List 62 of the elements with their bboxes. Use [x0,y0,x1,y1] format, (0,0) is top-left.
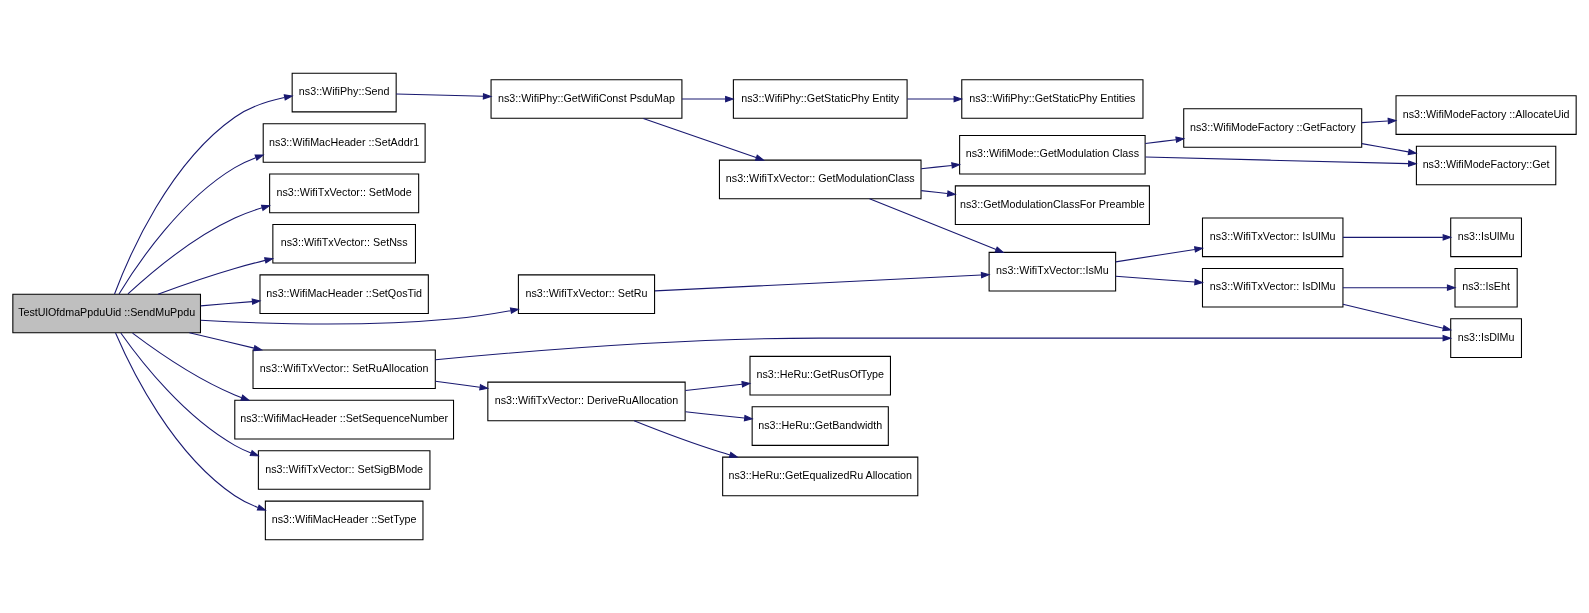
arrow [435,334,1453,361]
node-box: ns3::WifiTxVector:: GetModulationClass [718,159,922,200]
arrow [1342,233,1453,241]
node-box: ns3::WifiTxVector:: SetSigBMode [257,450,431,490]
node-box: ns3::WifiModeFactory ::AllocateUid [1395,95,1577,135]
node-box: ns3::WifiTxVector:: SetMode [269,173,420,214]
arrow [132,332,251,401]
node-box: ns3::HeRu::GetBandwidth [751,406,889,446]
arrow [1361,117,1398,125]
arrow [200,298,262,307]
arrow [434,380,490,391]
node-box: ns3::WifiMacHeader ::SetQosTid [259,274,429,314]
node-box: ns3::HeRu::GetEqualizedRu Allocation [722,456,919,497]
arrow [157,257,275,295]
arrow [684,411,754,422]
arrow [114,94,294,295]
node-box: ns3::IsEht [1454,267,1518,308]
node-box: ns3::WifiTxVector:: IsDlMu [1201,267,1344,308]
node-box: ns3::WifiPhy::Send [291,72,397,113]
node-box: ns3::WifiTxVector:: SetRu [517,274,656,314]
node-box: ns3::HeRu::GetRusOfType [749,355,891,396]
arrow [120,332,260,457]
node-box: ns3::WifiTxVector:: IsUlMu [1201,217,1344,258]
arrow [920,190,957,197]
node-box: ns3::WifiTxVector::IsMu [988,251,1117,292]
arrow [188,332,264,352]
node-box: ns3::WifiModeFactory::Get [1415,145,1557,186]
arrow [1144,156,1418,167]
node-box: ns3::WifiTxVector:: SetRuAllocation [252,349,436,390]
arrow [118,154,265,295]
arrow [1115,275,1205,286]
arrow [642,117,765,161]
node-box: ns3::IsUlMu [1450,217,1522,258]
arrow [684,380,752,392]
node-box: ns3::WifiTxVector:: DeriveRuAllocation [487,381,686,422]
arrow [654,271,991,292]
arrow [115,332,267,511]
arrow [127,204,271,295]
arrow [1144,136,1186,145]
arrow [633,420,739,459]
node-box: ns3::GetModulationClassFor Preamble [954,185,1150,225]
node-box: ns3::WifiPhy::GetStaticPhy Entities [961,79,1144,119]
arrow [200,307,520,325]
node-box: ns3::WifiMacHeader ::SetSequenceNumber [234,399,455,440]
arrow [1361,143,1418,156]
node-box: ns3::WifiMacHeader ::SetAddr1 [262,123,426,163]
arrow [681,95,735,103]
arrow [1342,284,1457,292]
node-box: TestUlOfdmaPpduUid ::SendMuPpdu [12,293,201,334]
node-box: ns3::WifiModeFactory ::GetFactory [1183,108,1363,148]
node-box: ns3::WifiPhy::GetWifiConst PsduMap [490,79,683,119]
node-box: ns3::IsDlMu [1450,318,1522,358]
arrow [1115,246,1205,263]
arrow [869,198,1005,253]
arrow [906,95,964,103]
arrow [1342,303,1453,332]
arrow [920,162,962,170]
node-box: ns3::WifiMode::GetModulation Class [959,134,1146,175]
node-box: ns3::WifiTxVector:: SetNss [272,223,416,264]
node-box: ns3::WifiMacHeader ::SetType [264,500,424,541]
arrow [395,92,493,100]
node-box: ns3::WifiPhy::GetStaticPhy Entity [732,79,908,119]
